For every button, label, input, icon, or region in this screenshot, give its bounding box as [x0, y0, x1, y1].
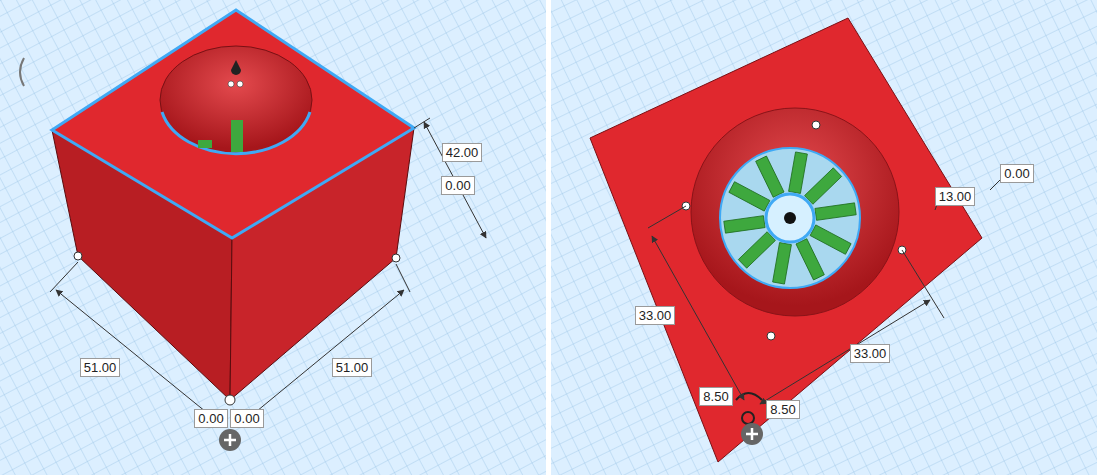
dimension-label: 8.50	[699, 387, 732, 406]
workplane-grid	[551, 0, 1097, 475]
dimension-label: 51.00	[80, 358, 121, 377]
dimension-label: 0.00	[441, 176, 474, 195]
cube	[20, 10, 414, 405]
dimension-label: 51.00	[332, 358, 373, 377]
dimension-label: 33.00	[850, 344, 891, 363]
dimension-lines	[50, 118, 486, 425]
spoke	[738, 232, 775, 268]
spoke	[756, 156, 784, 197]
dimension-label: 8.50	[766, 400, 799, 419]
spoke	[815, 203, 856, 220]
workplane-grid	[0, 0, 546, 475]
spoke	[773, 243, 792, 284]
dimension-label: 0.00	[194, 409, 227, 428]
dimension-label: 13.00	[935, 187, 976, 206]
home-button	[219, 429, 241, 451]
dimension-label: 0.00	[1000, 164, 1033, 183]
spoke	[805, 168, 842, 204]
dimension-label: 0.00	[230, 409, 263, 428]
dimension-label: 33.00	[635, 306, 676, 325]
home-button	[741, 423, 763, 445]
panel-divider	[546, 0, 551, 475]
dimension-lines	[648, 180, 1000, 404]
spoke	[810, 225, 851, 254]
dimension-label: 42.00	[442, 143, 483, 162]
spoke	[729, 182, 770, 211]
spoke	[724, 216, 765, 233]
plate	[590, 18, 982, 462]
spoke	[789, 152, 808, 193]
spoke	[796, 239, 824, 280]
